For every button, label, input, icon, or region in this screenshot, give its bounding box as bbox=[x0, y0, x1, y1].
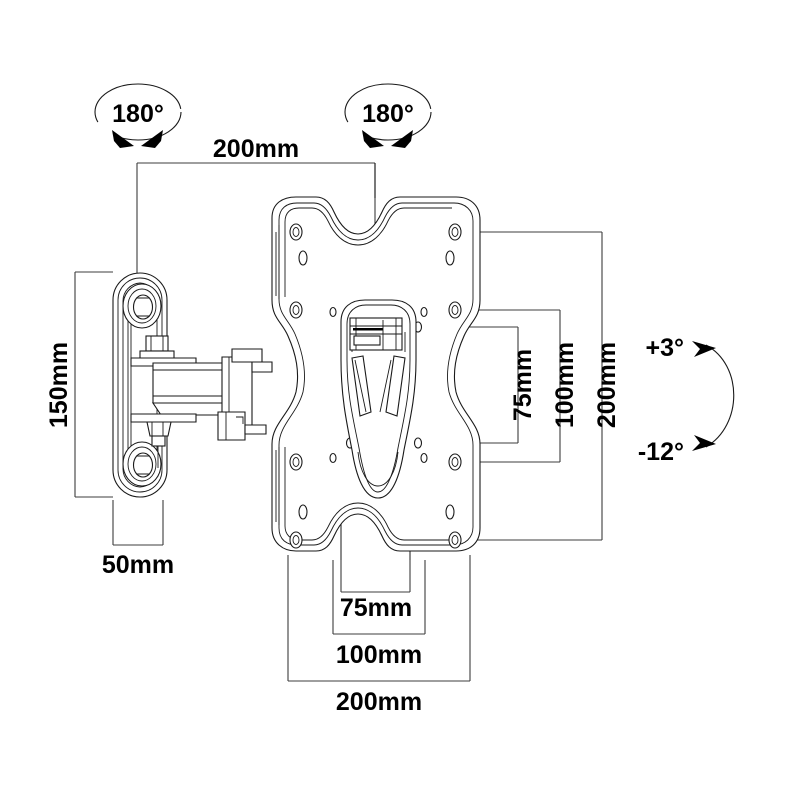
dimension-label-vesa-v-75: 75mm bbox=[509, 349, 537, 421]
dimension-plate-height bbox=[74, 271, 113, 498]
dimension-label-plate-width: 50mm bbox=[102, 551, 174, 579]
dimension-vesa-vertical-100 bbox=[466, 309, 561, 463]
dimension-label-top-width: 200mm bbox=[213, 135, 299, 163]
dimension-label-vesa-h-75: 75mm bbox=[340, 594, 412, 622]
dimension-label-vesa-v-200: 200mm bbox=[593, 342, 621, 428]
tilt-down-label: -12° bbox=[638, 438, 684, 466]
articulating-arm bbox=[130, 335, 273, 468]
tilt-up-label: +3° bbox=[645, 334, 684, 362]
tilt-symbol bbox=[692, 341, 735, 451]
dimension-label-vesa-h-200: 200mm bbox=[336, 688, 422, 716]
dimension-vesa-vertical-200 bbox=[468, 231, 603, 541]
dimension-vesa-horizontal-100 bbox=[332, 560, 426, 635]
swivel-right-label: 180° bbox=[362, 100, 414, 128]
dimension-label-plate-height: 150mm bbox=[45, 342, 73, 428]
swivel-left-label: 180° bbox=[112, 100, 164, 128]
dimension-plate-width bbox=[112, 500, 164, 546]
tilt-adapter-plate bbox=[340, 299, 417, 499]
dimension-vesa-horizontal-200 bbox=[287, 555, 471, 682]
dimension-label-vesa-h-100: 100mm bbox=[336, 641, 422, 669]
swivel-symbol-left bbox=[94, 83, 182, 148]
dimension-label-vesa-v-100: 100mm bbox=[551, 342, 579, 428]
swivel-symbol-right bbox=[344, 83, 432, 148]
